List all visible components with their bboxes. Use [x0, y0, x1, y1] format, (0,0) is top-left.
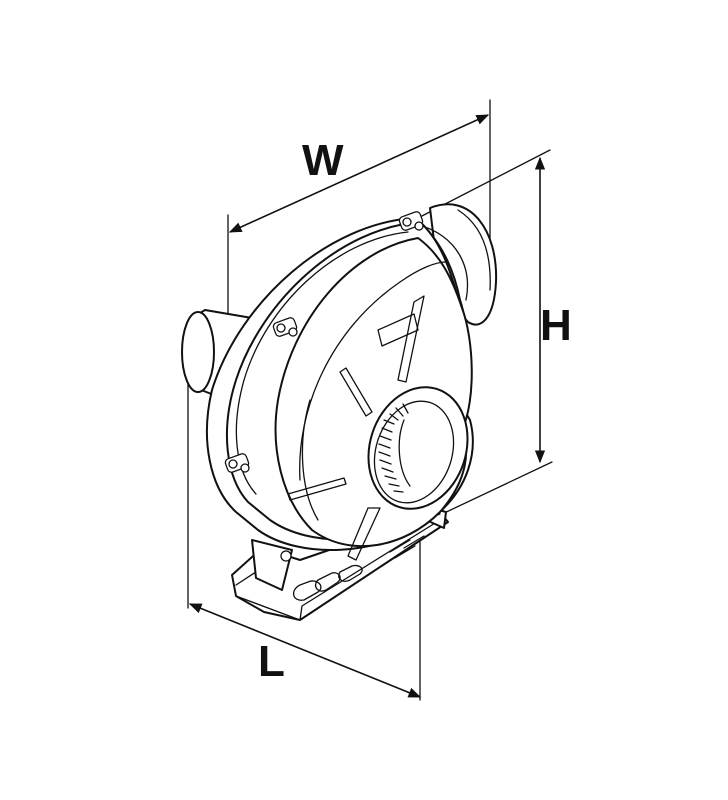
screw-clamp-bottom [224, 453, 250, 473]
height-extension-bottom [439, 461, 553, 516]
inlet-with-impeller [367, 386, 469, 510]
front-ribs [287, 295, 425, 561]
rear-outlet-pipe [181, 309, 253, 403]
height-label: H [540, 301, 572, 350]
screw-clamp-top [398, 211, 424, 231]
impeller-blades [378, 403, 409, 493]
screw-clamp-middle [272, 317, 298, 337]
length-dimension-line [188, 603, 422, 698]
width-dimension-line [228, 114, 490, 233]
blower-illustration [181, 203, 498, 621]
length-label: L [258, 637, 285, 686]
width-label: W [302, 136, 344, 185]
label-plate [377, 313, 419, 347]
screw-clamps [224, 211, 424, 473]
